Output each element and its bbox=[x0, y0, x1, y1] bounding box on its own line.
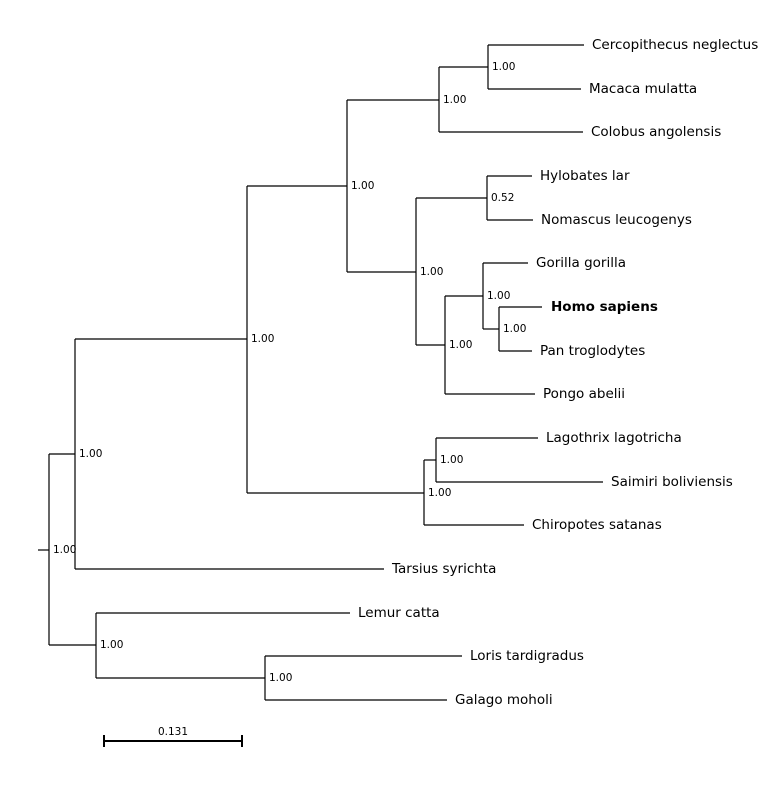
scale-bar-label: 0.131 bbox=[158, 726, 188, 738]
leaf-label-pongo: Pongo abelii bbox=[543, 386, 625, 402]
support-value-cercopithecini: 1.00 bbox=[492, 61, 515, 73]
leaf-label-homo: Homo sapiens bbox=[551, 299, 658, 315]
support-value-catarrhini: 1.00 bbox=[351, 180, 374, 192]
support-value-anthropoidea: 1.00 bbox=[251, 333, 274, 345]
support-value-strepsirrhini: 1.00 bbox=[100, 639, 123, 651]
leaf-label-hylobates: Hylobates lar bbox=[540, 168, 630, 184]
support-value-atelidae: 1.00 bbox=[440, 454, 463, 466]
leaf-label-lemur: Lemur catta bbox=[358, 605, 440, 621]
support-value-hominidae: 1.00 bbox=[449, 339, 472, 351]
leaf-label-pan: Pan troglodytes bbox=[540, 343, 645, 359]
leaf-label-saimiri: Saimiri boliviensis bbox=[611, 474, 733, 490]
leaf-labels: Cercopithecus neglectus Macaca mulatta C… bbox=[358, 37, 758, 708]
tree-branches bbox=[38, 44, 603, 701]
leaf-label-chiropotes: Chiropotes satanas bbox=[532, 517, 662, 533]
leaf-label-gorilla: Gorilla gorilla bbox=[536, 255, 626, 271]
leaf-label-nomascus: Nomascus leucogenys bbox=[541, 212, 692, 228]
support-value-haplorhini: 1.00 bbox=[79, 448, 102, 460]
leaf-label-loris: Loris tardigradus bbox=[470, 648, 584, 664]
support-value-lorisiformes: 1.00 bbox=[269, 672, 292, 684]
scale-bar: 0.131 bbox=[103, 726, 243, 747]
leaf-label-lagothrix: Lagothrix lagotricha bbox=[546, 430, 682, 446]
leaf-label-galago: Galago moholi bbox=[455, 692, 553, 708]
leaf-label-tarsius: Tarsius syrichta bbox=[391, 561, 496, 577]
support-value-cercopithecidae: 1.00 bbox=[443, 94, 466, 106]
support-value-root: 1.00 bbox=[53, 544, 76, 556]
leaf-label-cercopithecus: Cercopithecus neglectus bbox=[592, 37, 758, 53]
support-value-hylobatidae: 0.52 bbox=[491, 192, 514, 204]
support-value-hominoidea: 1.00 bbox=[420, 266, 443, 278]
leaf-label-macaca: Macaca mulatta bbox=[589, 81, 697, 97]
support-value-homininae: 1.00 bbox=[487, 290, 510, 302]
support-value-platyrrhini: 1.00 bbox=[428, 487, 451, 499]
support-values: 1.00 1.00 1.00 1.00 1.00 1.00 1.00 0.52 … bbox=[53, 61, 526, 684]
leaf-label-colobus: Colobus angolensis bbox=[591, 124, 721, 140]
support-value-hominini: 1.00 bbox=[503, 323, 526, 335]
